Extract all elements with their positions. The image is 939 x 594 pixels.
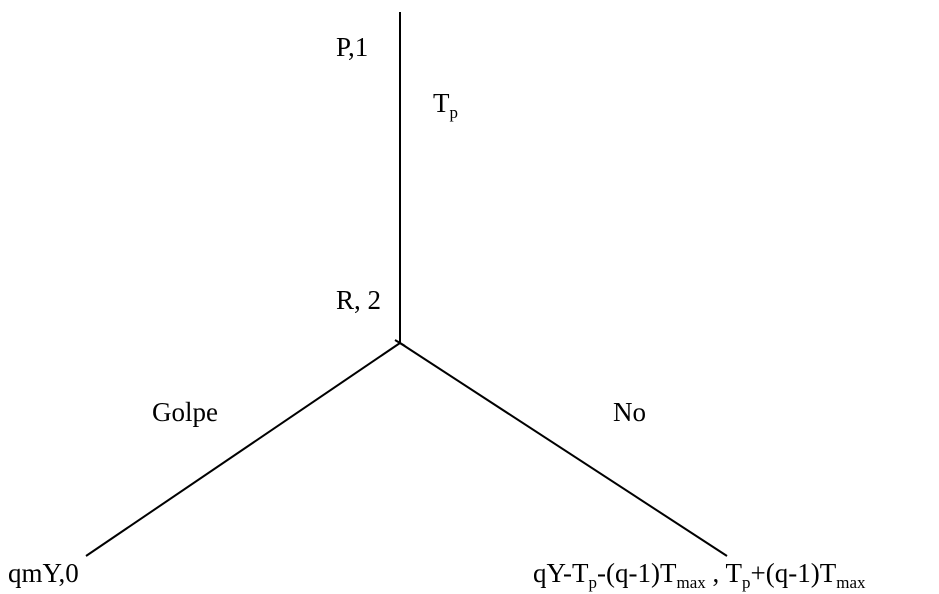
right-payoff-p2-b: +(q-1)T xyxy=(750,558,837,588)
right-payoff-p2-a: T xyxy=(725,558,743,588)
decision-node-label: R, 2 xyxy=(336,285,382,315)
left-edge-label: Golpe xyxy=(152,397,218,427)
right-edge-no xyxy=(399,342,728,557)
right-payoff-p1-b: -(q-1)T xyxy=(597,558,677,588)
left-payoff: qmY,0 xyxy=(8,558,79,588)
decision-node-tick xyxy=(394,339,406,347)
root-node-label: P,1 xyxy=(336,32,369,62)
right-payoff-p2-a-sub: p xyxy=(742,573,751,592)
right-payoff-p1-a: qY-T xyxy=(533,558,589,588)
left-edge-golpe xyxy=(85,342,401,557)
right-payoff-p2-b-sub: max xyxy=(836,573,866,592)
right-payoff: qY-Tp-(q-1)Tmax , Tp+(q-1)Tmax xyxy=(533,558,866,592)
root-edge-subscript: p xyxy=(449,103,459,122)
right-payoff-p1-b-sub: max xyxy=(676,573,706,592)
root-edge-label: Tp xyxy=(433,88,458,122)
right-payoff-separator: , xyxy=(705,558,726,588)
root-edge-symbol: T xyxy=(433,88,450,118)
right-edge-label: No xyxy=(613,397,646,427)
right-payoff-p1-a-sub: p xyxy=(588,573,598,592)
